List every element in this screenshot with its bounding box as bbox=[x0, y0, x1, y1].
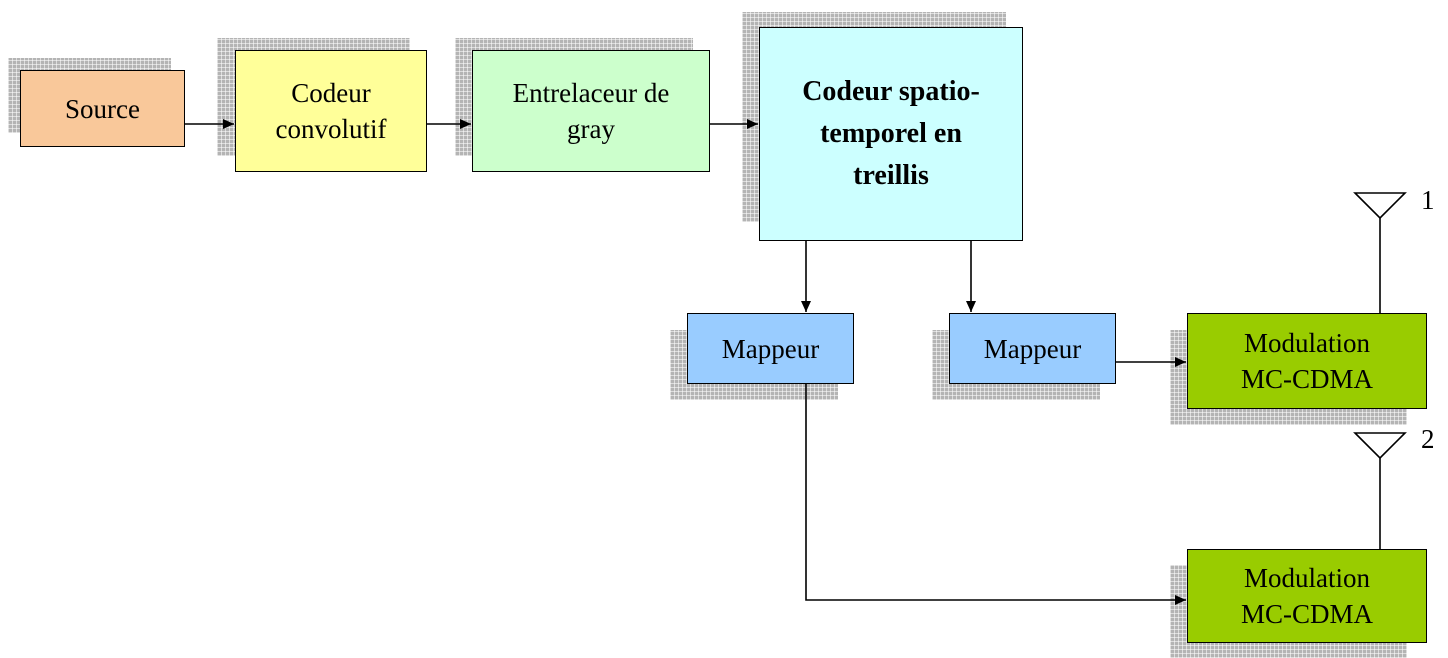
mapper-1-label: Mappeur bbox=[721, 333, 820, 364]
modulation-1-block: Modulation MC-CDMA bbox=[1187, 313, 1427, 409]
antenna-2-icon bbox=[1353, 432, 1407, 460]
conv-coder-label: Codeur convolutif bbox=[275, 78, 387, 144]
stc-coder-label: Codeur spatio- temporel en treillis bbox=[802, 76, 980, 191]
mapper-2-block: Mappeur bbox=[949, 313, 1116, 384]
source-label: Source bbox=[65, 93, 140, 124]
mapper-2-label: Mappeur bbox=[983, 333, 1082, 364]
modulation-1-label: Modulation MC-CDMA bbox=[1240, 328, 1374, 394]
stc-coder-block: Codeur spatio- temporel en treillis bbox=[759, 27, 1023, 241]
source-block: Source bbox=[20, 70, 185, 147]
conv-coder-block: Codeur convolutif bbox=[235, 50, 427, 172]
antenna-2-label: 2 bbox=[1421, 424, 1435, 454]
antenna-1-label: 1 bbox=[1421, 185, 1435, 215]
mapper-1-block: Mappeur bbox=[687, 313, 854, 384]
arrow-mapper-1-to-modulation-2 bbox=[805, 384, 1186, 605]
interleaver-block: Entrelaceur de gray bbox=[472, 50, 710, 172]
antenna-1-icon bbox=[1353, 192, 1407, 220]
modulation-2-label: Modulation MC-CDMA bbox=[1240, 563, 1374, 629]
interleaver-label: Entrelaceur de gray bbox=[512, 78, 670, 144]
modulation-2-block: Modulation MC-CDMA bbox=[1187, 549, 1427, 643]
